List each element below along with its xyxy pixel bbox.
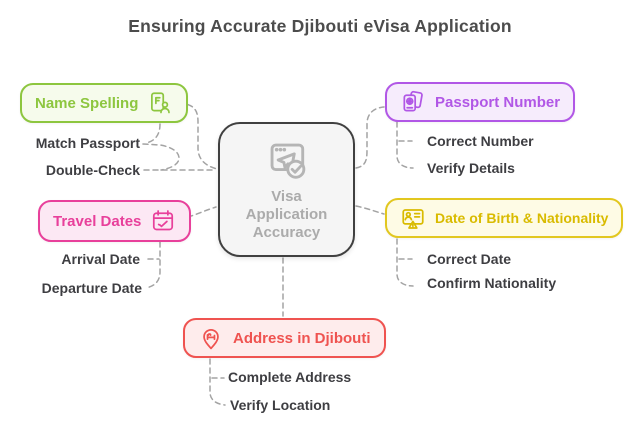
item-departure-date: Departure Date <box>41 280 142 296</box>
item-verify-details: Verify Details <box>427 160 515 176</box>
node-dob-nationality: Date of Birth & Nationality <box>385 198 624 238</box>
item-arrival-date: Arrival Date <box>61 251 140 267</box>
item-match-passport: Match Passport <box>35 135 140 151</box>
center-node-visa-application-accuracy: Visa Application Accuracy <box>218 122 355 257</box>
item-verify-location: Verify Location <box>230 397 331 413</box>
location-bed-icon <box>203 329 219 350</box>
diagram-title: Ensuring Accurate Djibouti eVisa Applica… <box>128 16 512 36</box>
node-address-in-djibouti: Address in Djibouti <box>183 318 386 358</box>
item-correct-date: Correct Date <box>427 251 512 267</box>
calendar-check-icon <box>153 210 174 231</box>
passport-holder-icon <box>151 92 171 114</box>
passport-icon <box>403 90 423 112</box>
node-travel-dates: Travel Dates <box>38 200 192 242</box>
item-double-check: Double-Check <box>45 162 140 178</box>
node-passport-number-label: Passport Number <box>435 93 561 111</box>
node-passport-number: Passport Number <box>385 82 576 122</box>
node-address-in-djibouti-label: Address in Djibouti <box>233 329 371 347</box>
id-card-warning-icon <box>402 209 424 229</box>
node-name-spelling: Name Spelling <box>20 83 189 123</box>
item-complete-address: Complete Address <box>228 369 352 385</box>
node-name-spelling-label: Name Spelling <box>35 94 139 112</box>
item-confirm-nationality: Confirm Nationality <box>427 275 557 291</box>
item-correct-number: Correct Number <box>427 133 534 149</box>
node-travel-dates-label: Travel Dates <box>53 212 142 230</box>
center-node-label: Visa Application Accuracy <box>245 187 328 242</box>
visa-application-check-icon <box>270 143 305 179</box>
node-dob-nationality-label: Date of Birth & Nationality <box>435 210 609 226</box>
